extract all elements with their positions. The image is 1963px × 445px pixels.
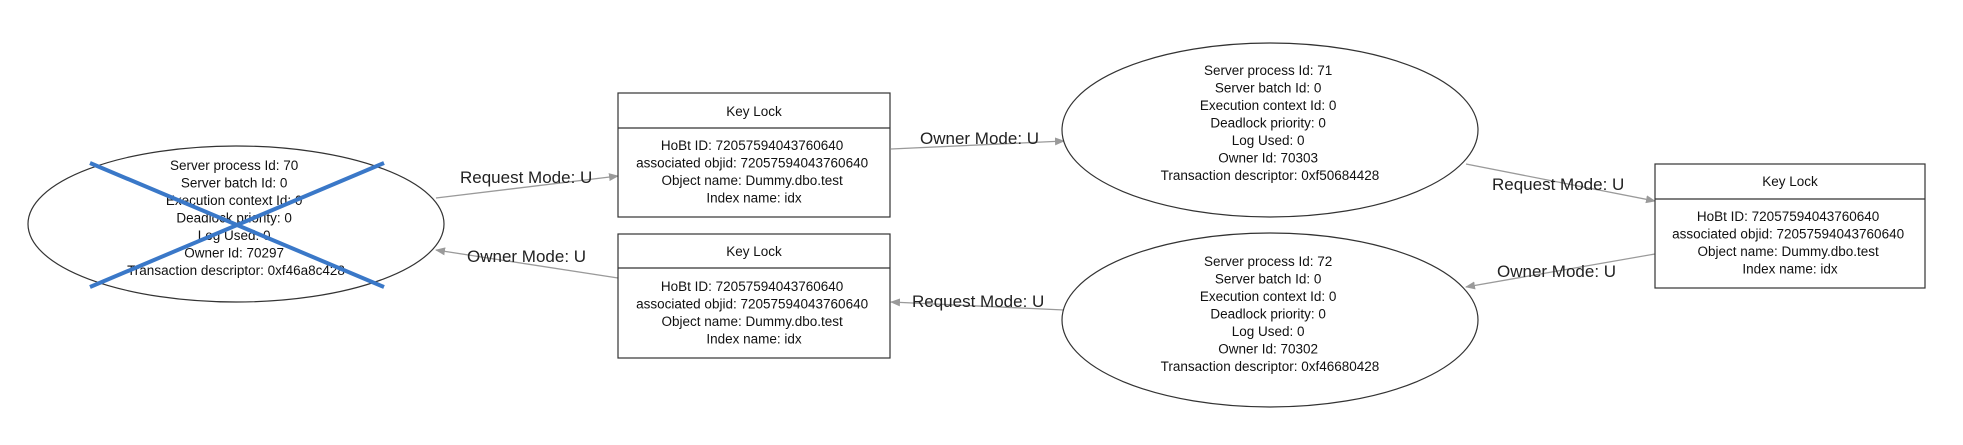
- edge-label: Request Mode: U: [1492, 175, 1624, 194]
- edge-p70-to-locktop: [435, 173, 619, 199]
- process-line: Owner Id: 70303: [1218, 151, 1318, 166]
- process-line: Server process Id: 70: [170, 158, 298, 173]
- key-lock-node-top[interactable]: Key Lock HoBt ID: 72057594043760640 asso…: [617, 92, 891, 218]
- process-line: Server batch Id: 0: [181, 176, 288, 191]
- process-node-70[interactable]: Server process Id: 70 Server batch Id: 0…: [27, 145, 445, 303]
- edge-label: Request Mode: U: [912, 292, 1044, 311]
- process-line: Execution context Id: 0: [1200, 289, 1337, 304]
- lock-line: associated objid: 72057594043760640: [636, 156, 868, 171]
- edge-label: Owner Mode: U: [1497, 262, 1616, 281]
- lock-line: Object name: Dummy.dbo.test: [661, 314, 843, 329]
- process-line: Transaction descriptor: 0xf50684428: [1161, 168, 1380, 183]
- process-line: Deadlock priority: 0: [1210, 307, 1326, 322]
- lock-box: [617, 233, 891, 359]
- process-node-71[interactable]: Server process Id: 71 Server batch Id: 0…: [1061, 42, 1479, 218]
- lock-details: HoBt ID: 72057594043760640 associated ob…: [636, 279, 872, 347]
- lock-title: Key Lock: [726, 104, 782, 119]
- lock-details: HoBt ID: 72057594043760640 associated ob…: [636, 138, 872, 206]
- process-node-72[interactable]: Server process Id: 72 Server batch Id: 0…: [1061, 232, 1479, 408]
- lock-line: HoBt ID: 72057594043760640: [1697, 209, 1879, 224]
- edge-p71-to-lockright: [1465, 163, 1656, 204]
- process-line: Transaction descriptor: 0xf46a8c428: [127, 263, 345, 278]
- lock-box: [617, 92, 891, 218]
- process-line: Log Used: 0: [1232, 324, 1305, 339]
- process-line: Server process Id: 71: [1204, 63, 1332, 78]
- lock-line: Index name: idx: [706, 191, 802, 206]
- lock-box: [1654, 163, 1926, 289]
- lock-line: Object name: Dummy.dbo.test: [1697, 244, 1879, 259]
- process-text: Server process Id: 71 Server batch Id: 0…: [1161, 63, 1380, 183]
- process-line: Execution context Id: 0: [1200, 98, 1337, 113]
- process-ellipse: [1061, 42, 1479, 218]
- lock-line: HoBt ID: 72057594043760640: [661, 279, 843, 294]
- lock-line: Object name: Dummy.dbo.test: [661, 173, 843, 188]
- process-line: Server batch Id: 0: [1215, 81, 1322, 96]
- edge-lockright-to-p72: [1465, 253, 1656, 290]
- process-text: Server process Id: 72 Server batch Id: 0…: [1161, 254, 1380, 374]
- key-lock-node-right[interactable]: Key Lock HoBt ID: 72057594043760640 asso…: [1654, 163, 1926, 289]
- lock-line: HoBt ID: 72057594043760640: [661, 138, 843, 153]
- edge-label: Owner Mode: U: [920, 129, 1039, 148]
- lock-title: Key Lock: [1762, 174, 1818, 189]
- lock-line: associated objid: 72057594043760640: [1672, 227, 1904, 242]
- process-line: Owner Id: 70302: [1218, 342, 1318, 357]
- process-line: Owner Id: 70297: [184, 246, 284, 261]
- lock-line: Index name: idx: [1742, 262, 1838, 277]
- process-line: Server process Id: 72: [1204, 254, 1332, 269]
- edge-label: Owner Mode: U: [467, 247, 586, 266]
- edge-p72-to-lockbottom: [890, 298, 1065, 311]
- edge-label: Request Mode: U: [460, 168, 592, 187]
- lock-details: HoBt ID: 72057594043760640 associated ob…: [1672, 209, 1908, 277]
- edge-lockbottom-to-p70: [435, 247, 619, 279]
- process-line: Server batch Id: 0: [1215, 272, 1322, 287]
- lock-line: Index name: idx: [706, 332, 802, 347]
- process-line: Deadlock priority: 0: [1210, 116, 1326, 131]
- key-lock-node-bottom[interactable]: Key Lock HoBt ID: 72057594043760640 asso…: [617, 233, 891, 359]
- process-line: Transaction descriptor: 0xf46680428: [1161, 359, 1380, 374]
- process-line: Execution context Id: 0: [166, 193, 303, 208]
- process-line: Log Used: 0: [1232, 133, 1305, 148]
- deadlock-victim-cross-icon: [89, 161, 385, 289]
- lock-title: Key Lock: [726, 244, 782, 259]
- process-ellipse: [1061, 232, 1479, 408]
- lock-line: associated objid: 72057594043760640: [636, 297, 868, 312]
- edge-locktop-to-p71: [890, 137, 1065, 150]
- edges: Request Mode: U Owner Mode: U Request Mo…: [435, 129, 1656, 311]
